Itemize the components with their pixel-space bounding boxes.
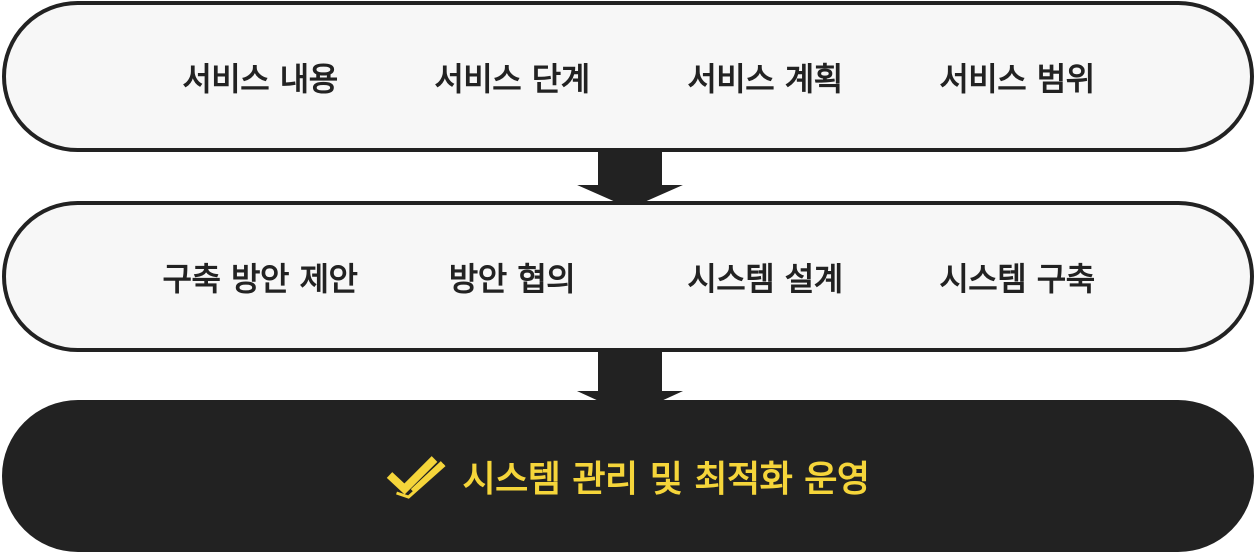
stage-1-item-service-plan: 서비스 계획 — [687, 59, 843, 98]
double-check-icon — [386, 456, 446, 499]
stage-2-item-system-build: 시스템 구축 — [939, 259, 1095, 298]
stage-2-item-consultation: 방안 협의 — [448, 259, 576, 298]
final-stage-label: 시스템 관리 및 최적화 운영 — [462, 459, 870, 500]
stage-1-item-service-stage: 서비스 단계 — [434, 59, 590, 98]
stage-2-item-system-design: 시스템 설계 — [687, 259, 843, 298]
stage-1-item-service-scope: 서비스 범위 — [939, 59, 1095, 98]
stage-2-box: 구축 방안 제안 방안 협의 시스템 설계 시스템 구축 — [2, 201, 1254, 352]
stage-1-box: 서비스 내용 서비스 단계 서비스 계획 서비스 범위 — [2, 1, 1254, 152]
final-stage-content: 시스템 관리 및 최적화 운영 — [386, 450, 870, 502]
stage-2-item-proposal: 구축 방안 제안 — [162, 259, 358, 298]
stage-1-item-service-content: 서비스 내용 — [182, 59, 338, 98]
final-stage-box: 시스템 관리 및 최적화 운영 — [2, 400, 1254, 552]
